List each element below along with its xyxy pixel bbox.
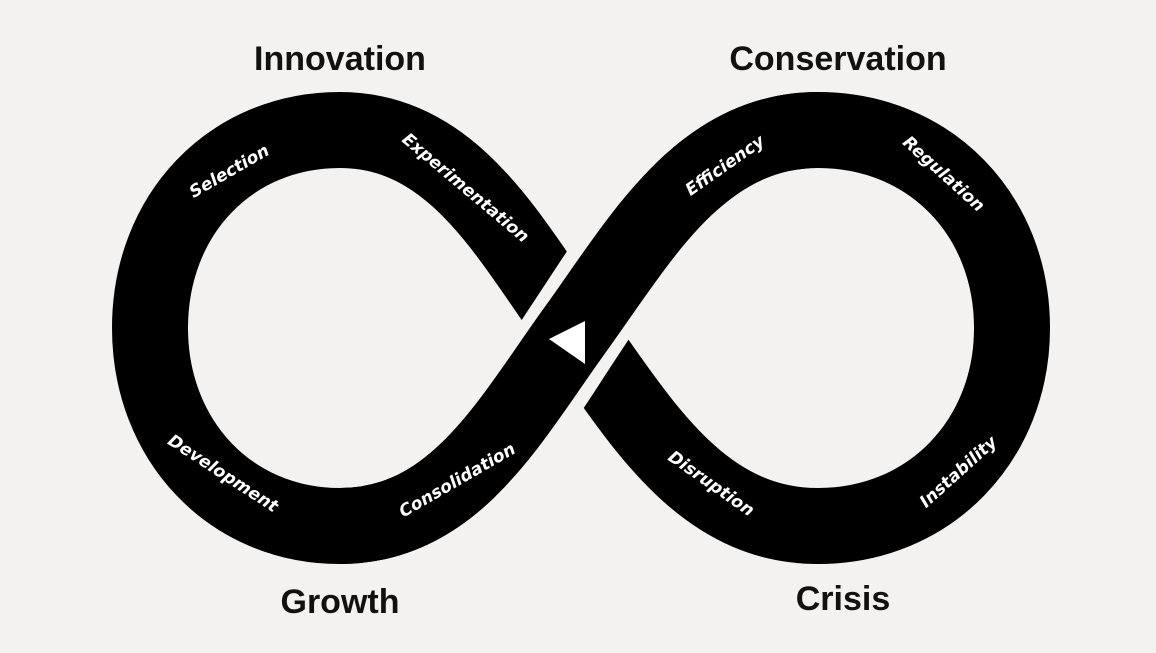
phase-crisis: Crisis bbox=[796, 580, 891, 618]
direction-arrow-icon bbox=[549, 321, 585, 364]
phase-growth: Growth bbox=[281, 583, 400, 621]
phase-innovation: Innovation bbox=[254, 40, 426, 78]
phase-conservation: Conservation bbox=[729, 40, 946, 78]
